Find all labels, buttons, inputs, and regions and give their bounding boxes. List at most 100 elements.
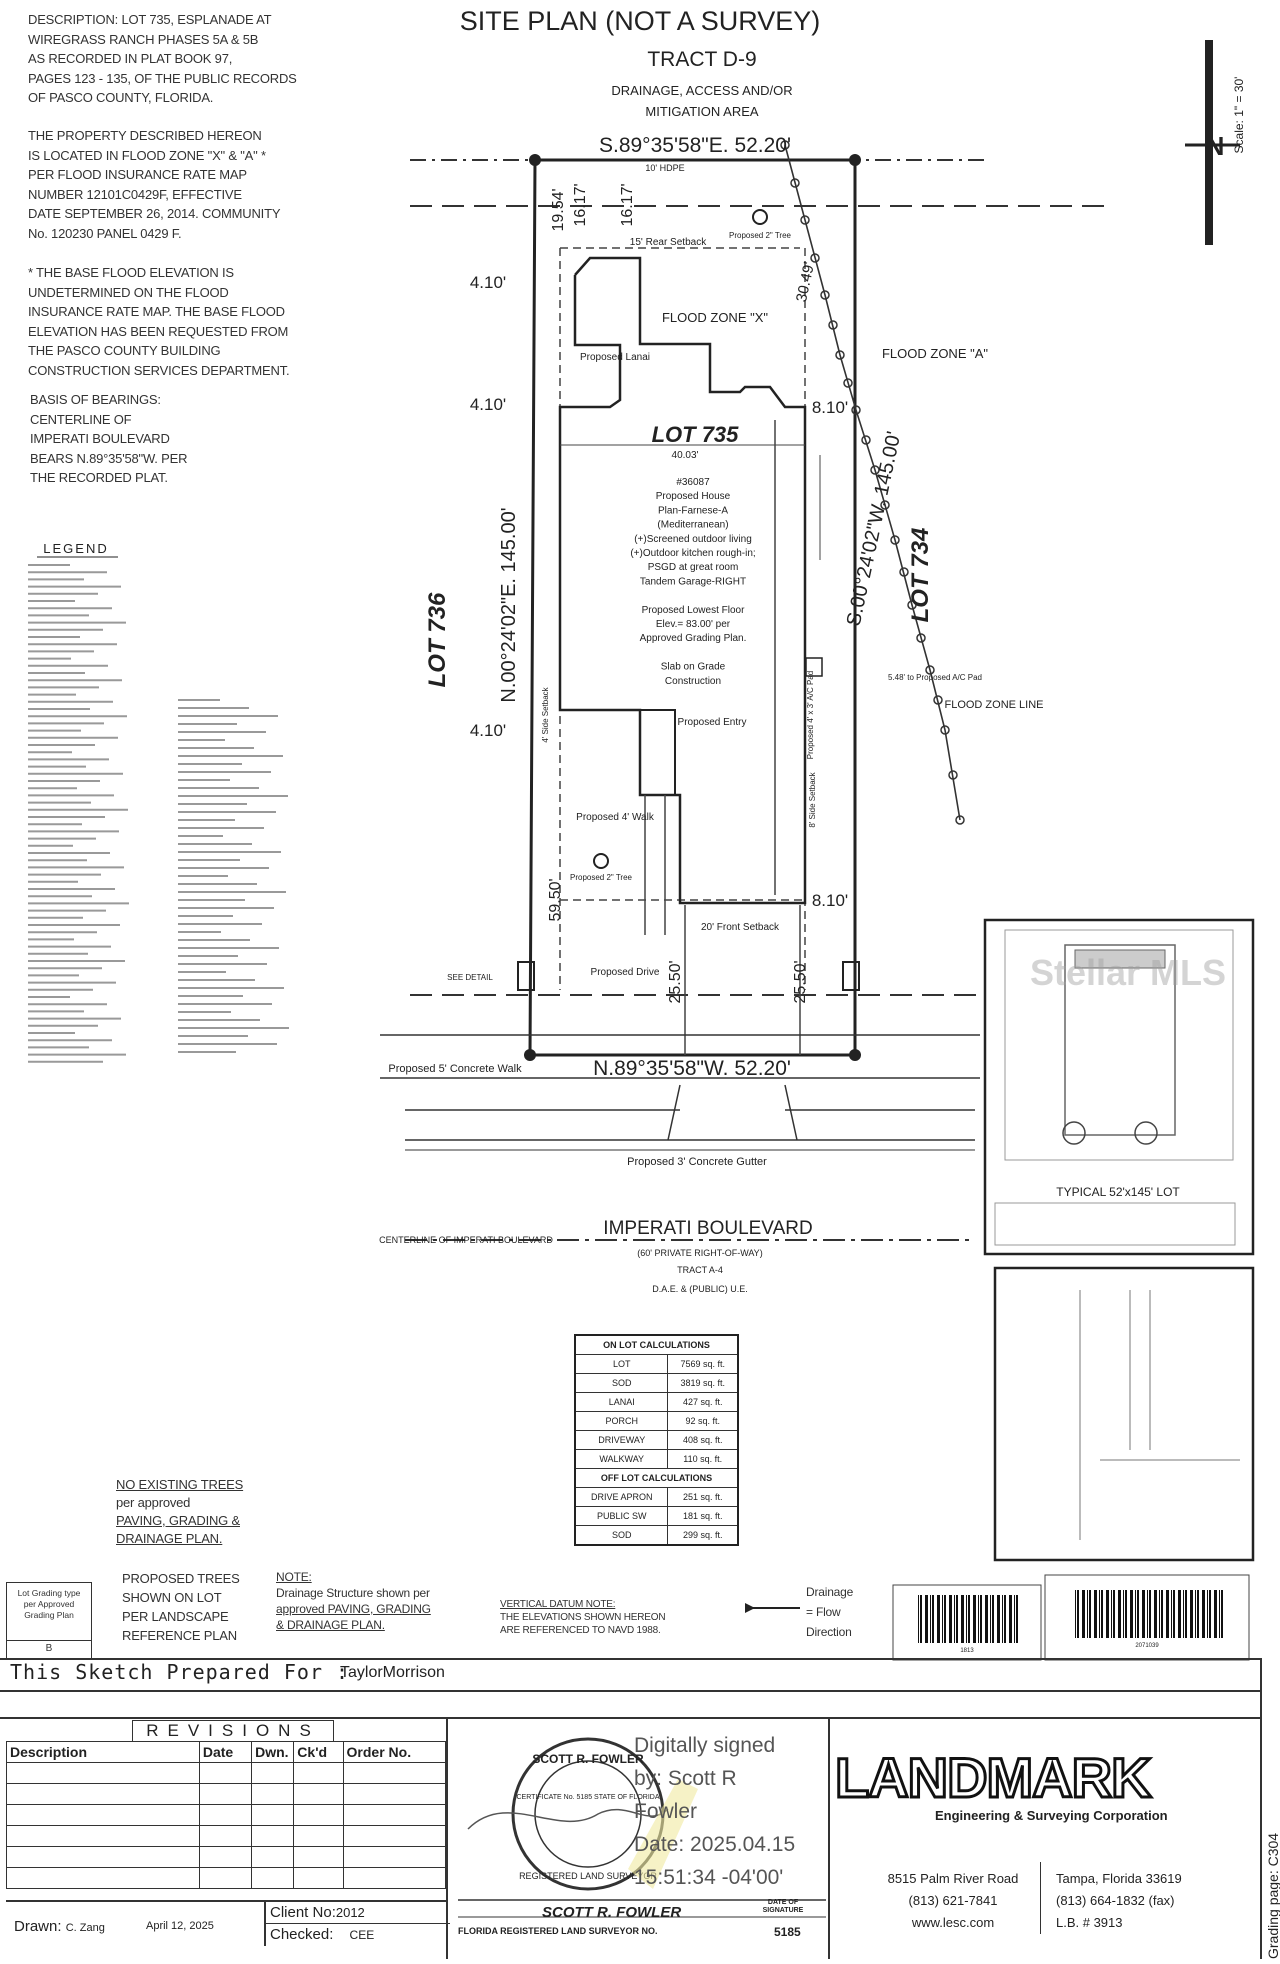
house-note-line: #36087 bbox=[676, 477, 710, 488]
house-note-line: Elev.= 83.00' per bbox=[656, 619, 731, 630]
note-line: NO EXISTING TREES bbox=[116, 1477, 244, 1492]
revision-cell bbox=[198, 1825, 253, 1847]
house-note-line: (+)Outdoor kitchen rough-in; bbox=[630, 548, 755, 559]
note-line: THE PROPERTY DESCRIBED HEREON bbox=[28, 128, 262, 143]
calc-cell: 181 sq. ft. bbox=[667, 1506, 739, 1526]
surveyor-seal-icon: SCOTT R. FOWLER CERTIFICATE No. 5185 STA… bbox=[458, 1737, 826, 1918]
calc-cell: 408 sq. ft. bbox=[667, 1430, 739, 1450]
side-page-label: Grading page: C304 bbox=[1265, 1832, 1280, 1959]
calc-cell: PORCH bbox=[574, 1411, 669, 1431]
tract-sub-1: DRAINAGE, ACCESS AND/OR bbox=[611, 83, 792, 98]
revision-row bbox=[6, 1846, 447, 1868]
note-line: PAVING, GRADING & bbox=[116, 1513, 240, 1528]
lot-735-label: LOT 735 bbox=[652, 422, 740, 447]
note-line: PER FLOOD INSURANCE RATE MAP bbox=[28, 167, 247, 182]
house-note-line: Construction bbox=[665, 676, 721, 687]
note-line: * THE BASE FLOOD ELEVATION IS bbox=[28, 265, 234, 280]
house-note-line: Proposed Lowest Floor bbox=[642, 605, 746, 616]
revision-cell bbox=[6, 1762, 200, 1784]
note-line: Drainage Structure shown per bbox=[276, 1586, 430, 1600]
revision-cell bbox=[251, 1804, 295, 1826]
revision-cell bbox=[293, 1867, 344, 1889]
dim-16-17-a: 16.17' bbox=[572, 183, 589, 226]
note-line: Date: 2025.04.15 bbox=[634, 1833, 796, 1856]
gutter-label: Proposed 3' Concrete Gutter bbox=[627, 1156, 767, 1168]
revision-row bbox=[6, 1804, 447, 1826]
revision-cell bbox=[342, 1846, 447, 1868]
house-note-line: Plan-Farnese-A bbox=[658, 505, 728, 516]
revision-row bbox=[6, 1762, 447, 1784]
calc-row: ON LOT CALCULATIONS bbox=[574, 1334, 739, 1355]
fax-line: (813) 664-1832 (fax) bbox=[1056, 1893, 1175, 1908]
barcode-2-text: 2071039 bbox=[1135, 1643, 1159, 1649]
tree-label-a: Proposed 2" Tree bbox=[729, 231, 792, 240]
calc-cell: ON LOT CALCULATIONS bbox=[574, 1334, 739, 1355]
see-detail-label: SEE DETAIL bbox=[447, 973, 493, 982]
calc-cell: 7569 sq. ft. bbox=[667, 1354, 739, 1374]
revision-row bbox=[6, 1867, 447, 1889]
checked-label: Checked: bbox=[270, 1926, 334, 1943]
top-bearing: S.89°35'58"E. 52.20' bbox=[599, 134, 791, 157]
revision-cell bbox=[198, 1804, 253, 1826]
calc-cell: 299 sq. ft. bbox=[667, 1525, 739, 1546]
city-line: Tampa, Florida 33619 bbox=[1056, 1871, 1182, 1886]
note-line: UNDETERMINED ON THE FLOOD bbox=[28, 284, 229, 300]
surveyor-name: SCOTT R. FOWLER bbox=[542, 1904, 682, 1921]
plan-title: SITE PLAN (NOT A SURVEY) bbox=[460, 6, 821, 36]
concrete-walk-label: Proposed 5' Concrete Walk bbox=[388, 1063, 522, 1075]
revision-cell bbox=[293, 1825, 344, 1847]
flood-zone-line bbox=[784, 144, 961, 821]
revision-cell bbox=[293, 1804, 344, 1826]
address-line-3: www.lesc.com bbox=[911, 1915, 995, 1930]
flood-zone-line-label: FLOOD ZONE LINE bbox=[944, 699, 1043, 711]
note-line: ELEVATION HAS BEEN REQUESTED FROM bbox=[28, 323, 289, 339]
note-line: OF PASCO COUNTY, FLORIDA. bbox=[28, 90, 214, 105]
revision-cell bbox=[342, 1783, 447, 1805]
revisions-title: REVISIONS bbox=[132, 1720, 334, 1741]
revision-cell bbox=[251, 1846, 295, 1868]
dim-25-50-b: 25.50' bbox=[792, 960, 809, 1003]
calc-cell: 3819 sq. ft. bbox=[667, 1373, 739, 1393]
revision-cell bbox=[342, 1762, 447, 1784]
tree-icon bbox=[593, 853, 609, 869]
revision-cell bbox=[342, 1867, 447, 1889]
note-line: per approved bbox=[116, 1495, 191, 1510]
revision-cell bbox=[198, 1846, 253, 1868]
note-line: No. 120230 PANEL 0429 F. bbox=[28, 225, 182, 241]
lot-736-label: LOT 736 bbox=[424, 592, 451, 687]
dim-8-10-b: 8.10' bbox=[812, 891, 848, 910]
note-line: IMPERATI BOULEVARD bbox=[30, 431, 170, 446]
dim-16-17-b: 16.17' bbox=[619, 183, 636, 226]
svg-text:N: N bbox=[1206, 131, 1225, 161]
blvd-tract: TRACT A-4 bbox=[677, 1265, 723, 1275]
side-setback-left: 4' Side Setback bbox=[541, 686, 550, 742]
right-bearing: S.00°24'02"W. 145.00' bbox=[843, 429, 906, 628]
north-arrow-icon: N bbox=[1185, 40, 1240, 245]
drawn-value: C. Zang bbox=[65, 1922, 105, 1934]
seal-mid-text: CERTIFICATE No. 5185 STATE OF FLORIDA bbox=[516, 1794, 659, 1801]
note-line: 15:51:34 -04'00' bbox=[634, 1866, 784, 1889]
note-line: NUMBER 12101C0429F, EFFECTIVE bbox=[28, 186, 242, 202]
blvd-row: (60' PRIVATE RIGHT-OF-WAY) bbox=[637, 1248, 762, 1258]
entry-label: Proposed Entry bbox=[678, 717, 747, 728]
revision-cell bbox=[293, 1762, 344, 1784]
revision-cell bbox=[342, 1825, 447, 1847]
dim-4-10-a: 4.10' bbox=[470, 273, 506, 292]
revision-cell bbox=[6, 1867, 200, 1889]
dim-30-49: 30.49' bbox=[793, 260, 818, 303]
address-line-2: (813) 621-7841 bbox=[908, 1893, 998, 1908]
note-line: THE RECORDED PLAT. bbox=[30, 470, 168, 485]
flood-zone-x: FLOOD ZONE "X" bbox=[662, 310, 768, 325]
revision-row bbox=[6, 1825, 447, 1847]
ac-pad-label: Proposed 4' x 3' A/C Pad bbox=[806, 671, 815, 759]
